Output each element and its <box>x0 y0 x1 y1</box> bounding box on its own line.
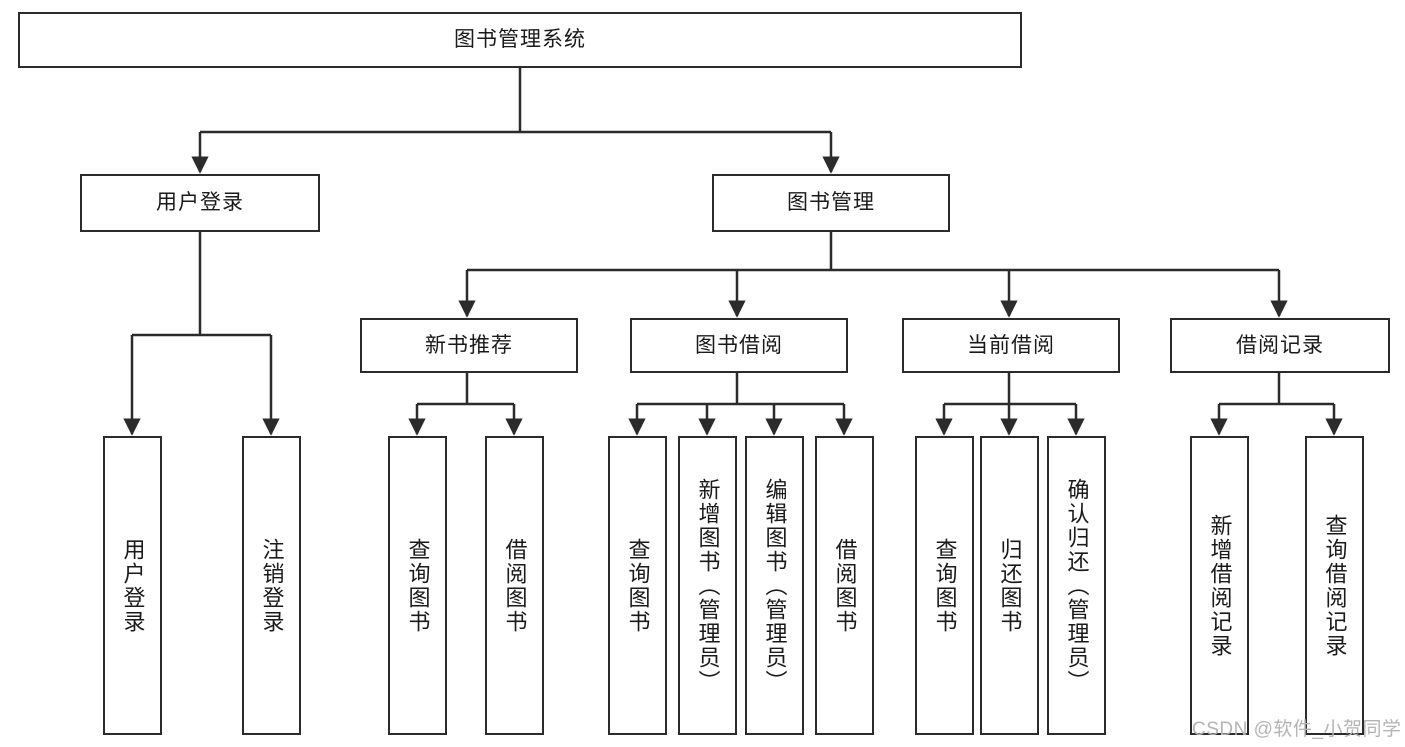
leaf-confirm-return-label: 确认归还（管理员） <box>1064 477 1090 694</box>
leaf-borrow-book[interactable]: 借阅图书 <box>815 436 874 735</box>
leaf-confirm-return[interactable]: 确认归还（管理员） <box>1047 436 1106 735</box>
leaf-add-borrow-record[interactable]: 新增借阅记录 <box>1190 436 1249 735</box>
leaf-user-login-label: 用户登录 <box>120 537 146 634</box>
leaf-return-book[interactable]: 归还图书 <box>980 436 1039 735</box>
node-book-manage[interactable]: 图书管理 <box>712 174 950 232</box>
leaf-edit-book[interactable]: 编辑图书（管理员） <box>745 436 804 735</box>
node-root-label: 图书管理系统 <box>454 28 586 52</box>
leaf-add-book-label: 新增图书（管理员） <box>695 477 721 694</box>
leaf-query-book-recommend[interactable]: 查询图书 <box>388 436 447 735</box>
node-current-borrow-label: 当前借阅 <box>967 333 1055 357</box>
node-book-borrow[interactable]: 图书借阅 <box>630 318 848 373</box>
node-user-login[interactable]: 用户登录 <box>80 174 320 232</box>
leaf-edit-book-label: 编辑图书（管理员） <box>762 477 788 694</box>
node-borrow-record[interactable]: 借阅记录 <box>1170 318 1390 373</box>
leaf-user-login[interactable]: 用户登录 <box>103 436 162 735</box>
node-new-book-recommend[interactable]: 新书推荐 <box>360 318 578 373</box>
node-current-borrow[interactable]: 当前借阅 <box>902 318 1120 373</box>
leaf-add-book[interactable]: 新增图书（管理员） <box>678 436 737 735</box>
leaf-query-book-recommend-label: 查询图书 <box>405 537 431 634</box>
leaf-return-book-label: 归还图书 <box>997 537 1023 634</box>
leaf-query-book-borrow-label: 查询图书 <box>625 537 651 634</box>
leaf-user-logout-label: 注销登录 <box>259 537 285 634</box>
leaf-borrow-book-recommend[interactable]: 借阅图书 <box>485 436 544 735</box>
leaf-borrow-book-recommend-label: 借阅图书 <box>502 537 528 634</box>
leaf-query-book-borrow[interactable]: 查询图书 <box>608 436 667 735</box>
leaf-query-borrow-record[interactable]: 查询借阅记录 <box>1305 436 1364 735</box>
leaf-query-borrow-record-label: 查询借阅记录 <box>1322 513 1348 658</box>
node-borrow-record-label: 借阅记录 <box>1236 333 1324 357</box>
node-book-borrow-label: 图书借阅 <box>695 333 783 357</box>
node-book-manage-label: 图书管理 <box>787 191 875 215</box>
node-user-login-label: 用户登录 <box>156 191 244 215</box>
leaf-user-logout[interactable]: 注销登录 <box>242 436 301 735</box>
leaf-borrow-book-label: 借阅图书 <box>832 537 858 634</box>
leaf-add-borrow-record-label: 新增借阅记录 <box>1207 513 1233 658</box>
leaf-query-book-current-label: 查询图书 <box>932 537 958 634</box>
leaf-query-book-current[interactable]: 查询图书 <box>915 436 974 735</box>
node-new-book-recommend-label: 新书推荐 <box>425 333 513 357</box>
node-root[interactable]: 图书管理系统 <box>18 12 1022 68</box>
